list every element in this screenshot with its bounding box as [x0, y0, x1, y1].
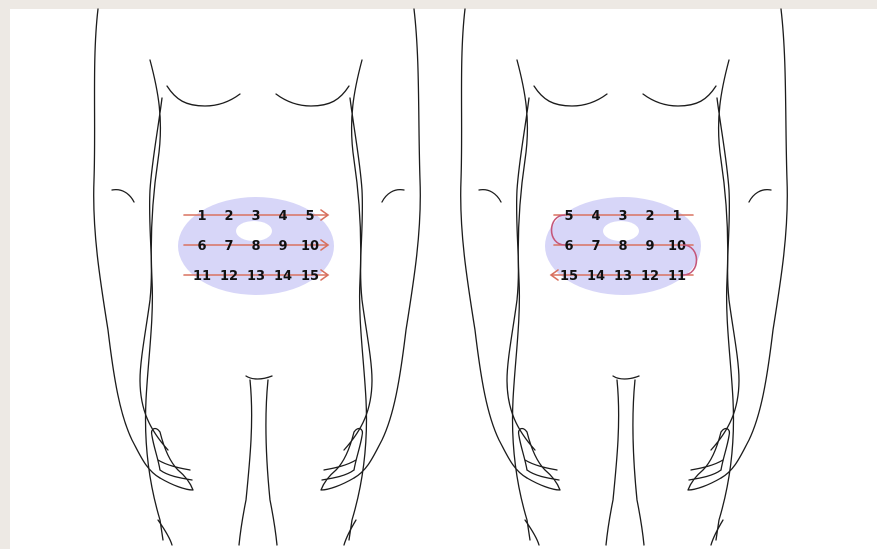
site-number-label: 3	[251, 209, 260, 224]
site-number-label: 9	[645, 239, 654, 254]
site-number-label: 5	[564, 209, 573, 224]
site-number-label: 1	[197, 209, 206, 224]
site-number-label: 8	[618, 239, 627, 254]
site-number-label: 11	[668, 269, 686, 284]
site-number-label: 5	[305, 209, 314, 224]
site-number-label: 3	[618, 209, 627, 224]
site-number-label: 4	[591, 209, 600, 224]
site-number-label: 2	[645, 209, 654, 224]
site-number-label: 14	[274, 269, 292, 284]
site-number-label: 7	[591, 239, 600, 254]
site-number-label: 8	[251, 239, 260, 254]
site-number-label: 11	[193, 269, 211, 284]
navel-exclusion-area	[603, 221, 639, 241]
right-body-figure: 5 4 3 2 1 6 7 8 9 10 15 14 13 12 11	[461, 9, 788, 545]
site-number-label: 2	[224, 209, 233, 224]
site-number-label: 10	[668, 239, 686, 254]
site-number-label: 15	[301, 269, 319, 284]
site-number-label: 14	[587, 269, 605, 284]
site-number-label: 10	[301, 239, 319, 254]
site-number-label: 9	[278, 239, 287, 254]
site-number-label: 12	[641, 269, 659, 284]
site-number-label: 6	[564, 239, 573, 254]
site-number-label: 13	[247, 269, 265, 284]
site-number-label: 15	[560, 269, 578, 284]
site-number-label: 12	[220, 269, 238, 284]
site-number-label: 6	[197, 239, 206, 254]
site-number-label: 13	[614, 269, 632, 284]
navel-exclusion-area	[236, 221, 272, 241]
site-number-label: 7	[224, 239, 233, 254]
site-number-label: 4	[278, 209, 287, 224]
site-number-label: 1	[672, 209, 681, 224]
